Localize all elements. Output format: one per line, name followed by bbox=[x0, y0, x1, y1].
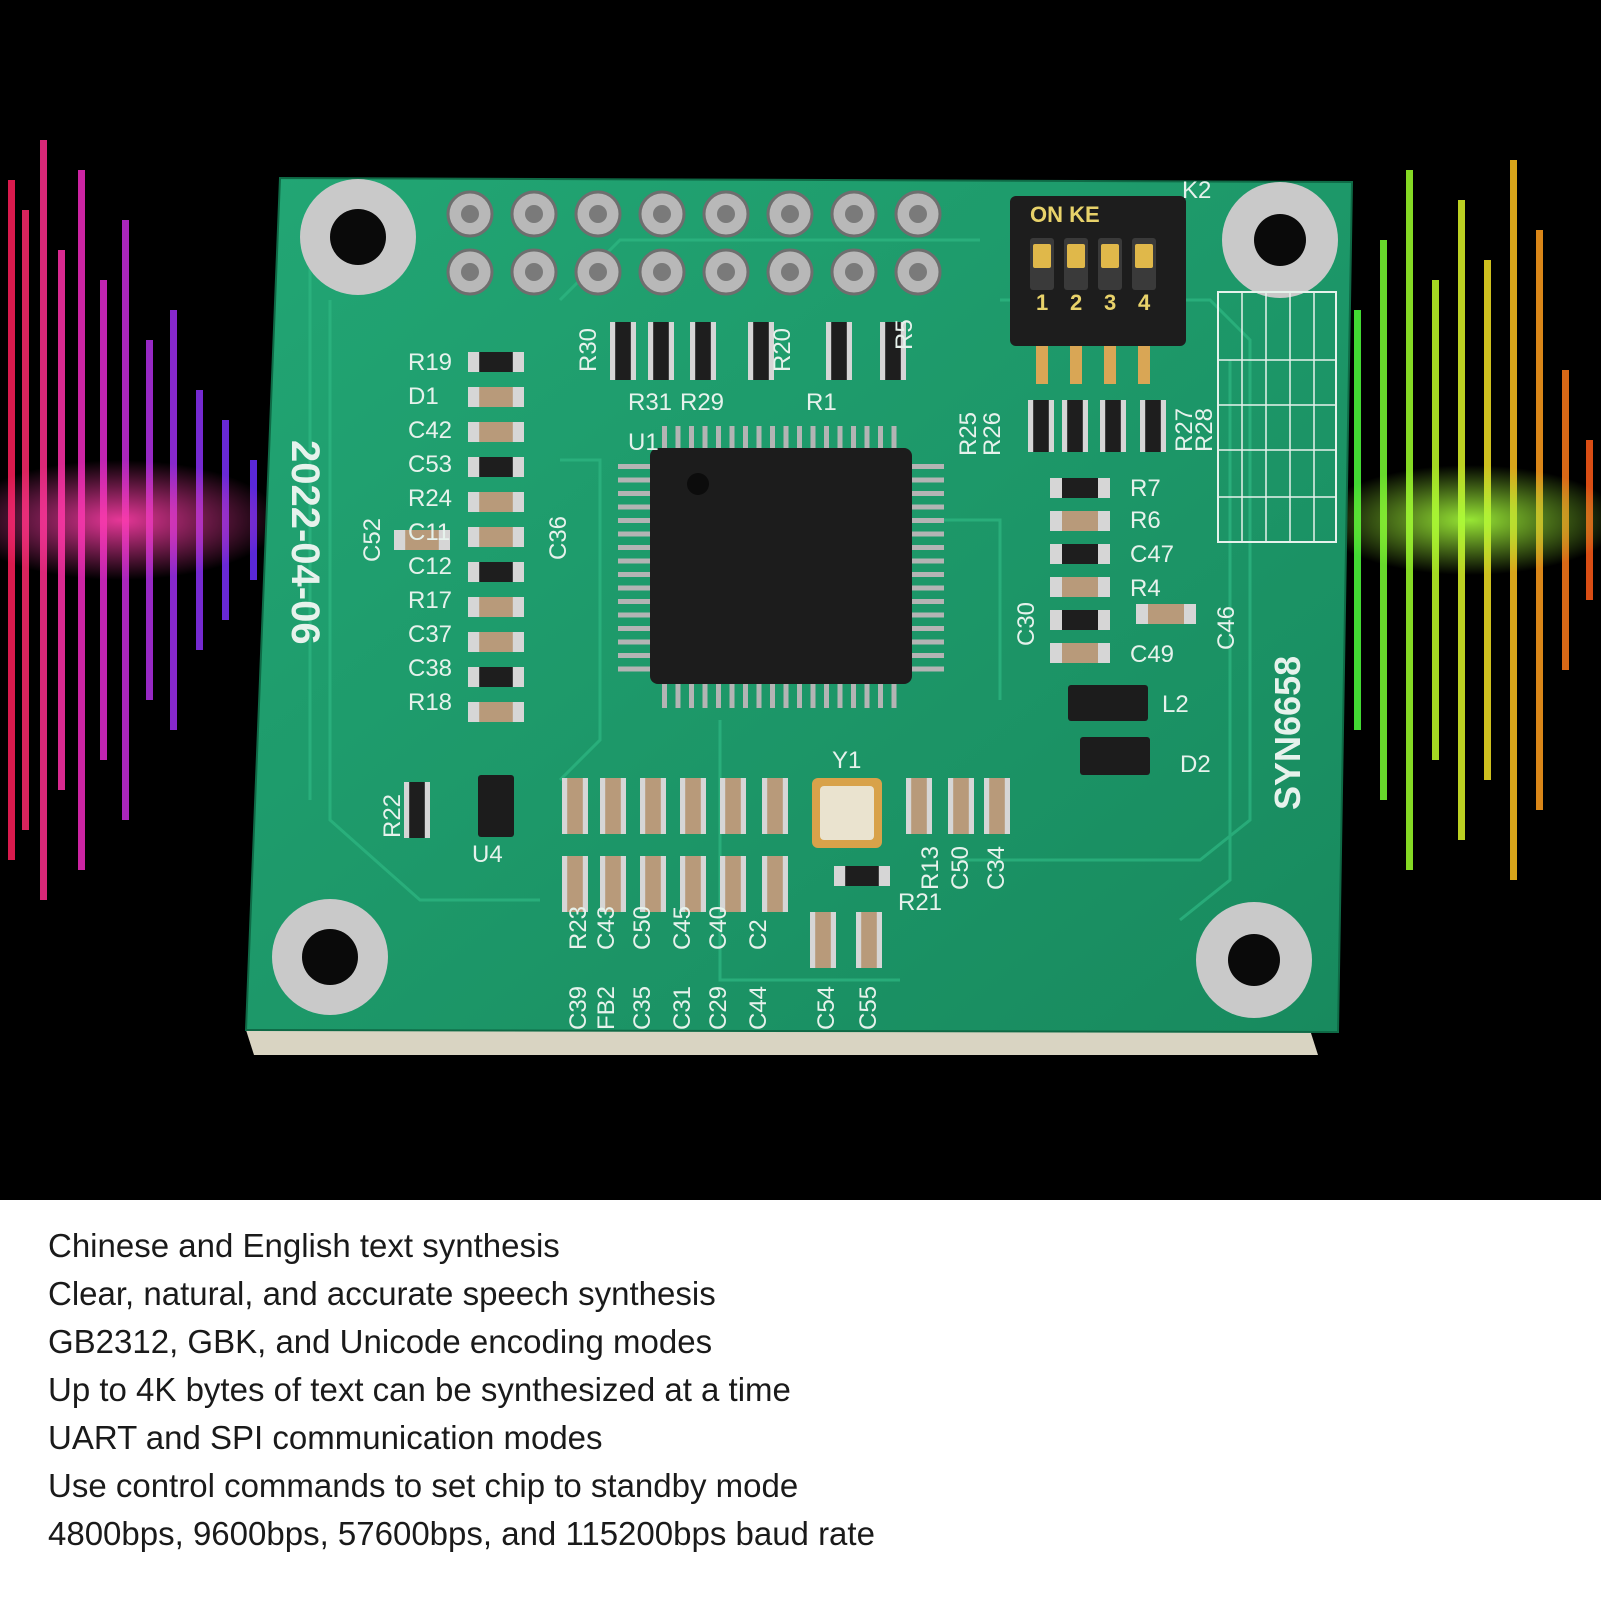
component-label: R17 bbox=[408, 587, 452, 614]
component-label: C37 bbox=[408, 621, 452, 648]
crystal-label: Y1 bbox=[832, 747, 861, 774]
feature-item: UART and SPI communication modes bbox=[48, 1419, 603, 1456]
dip-switch-toggle bbox=[1101, 244, 1119, 268]
component-label: C35 bbox=[629, 986, 656, 1030]
component-label: C47 bbox=[1130, 541, 1174, 568]
dip-switch-label: K2 bbox=[1182, 177, 1211, 204]
component-label: C52 bbox=[359, 518, 386, 562]
feature-item: Use control commands to set chip to stan… bbox=[48, 1467, 799, 1504]
regulator-u4 bbox=[478, 775, 514, 837]
feature-item: Chinese and English text synthesis bbox=[48, 1227, 560, 1264]
component-label: C50 bbox=[947, 846, 974, 890]
component-label: R30 bbox=[575, 328, 602, 372]
component-label: R27 bbox=[1171, 408, 1198, 452]
pcb-edge bbox=[246, 1030, 1318, 1055]
component-label: R20 bbox=[769, 328, 796, 372]
component-label: C38 bbox=[408, 655, 452, 682]
baud-rate-table bbox=[1217, 291, 1337, 543]
component-label: FB2 bbox=[593, 986, 620, 1030]
component-label: D1 bbox=[408, 383, 439, 410]
component-label: R13 bbox=[917, 846, 944, 890]
component-label: R7 bbox=[1130, 475, 1161, 502]
component-label: R29 bbox=[680, 389, 724, 416]
component-label: U4 bbox=[472, 841, 503, 868]
dip-switch-toggle bbox=[1067, 244, 1085, 268]
component-label: R24 bbox=[408, 485, 452, 512]
component-label: C39 bbox=[565, 986, 592, 1030]
component-label: R28 bbox=[1191, 408, 1218, 452]
component-label: C50 bbox=[629, 906, 656, 950]
dip-switch-toggle bbox=[1135, 244, 1153, 268]
component-label: R18 bbox=[408, 689, 452, 716]
dip-switch-number: 1 bbox=[1036, 290, 1048, 315]
component-label: C55 bbox=[855, 986, 882, 1030]
component-label: R6 bbox=[1130, 507, 1161, 534]
feature-list: Chinese and English text synthesis Clear… bbox=[48, 1222, 1548, 1558]
dip-switch-number: 3 bbox=[1104, 290, 1116, 315]
component-label: R23 bbox=[565, 906, 592, 950]
component-label: C40 bbox=[705, 906, 732, 950]
dip-switch-number: 4 bbox=[1138, 290, 1151, 315]
chip-pin1-dot bbox=[687, 473, 709, 495]
component-label: C36 bbox=[545, 516, 572, 560]
feature-item: Up to 4K bytes of text can be synthesize… bbox=[48, 1371, 791, 1408]
component-label: R31 bbox=[628, 389, 672, 416]
component-label: R21 bbox=[898, 889, 942, 916]
feature-item: GB2312, GBK, and Unicode encoding modes bbox=[48, 1323, 713, 1360]
crystal-oscillator: Y1 bbox=[812, 747, 882, 848]
component-label: C43 bbox=[593, 906, 620, 950]
wave-glow-right bbox=[1320, 465, 1601, 575]
main-chip: U1 bbox=[618, 426, 944, 708]
dip-switch-toggle bbox=[1033, 244, 1051, 268]
component-label: C30 bbox=[1013, 602, 1040, 646]
feature-item: Clear, natural, and accurate speech synt… bbox=[48, 1275, 716, 1312]
dip-switch-header: ON KE bbox=[1030, 202, 1100, 227]
component-label: C42 bbox=[408, 417, 452, 444]
component-label: C11 bbox=[408, 519, 450, 546]
component-label: C2 bbox=[745, 919, 772, 950]
component-label: C44 bbox=[745, 986, 772, 1030]
component-label: C46 bbox=[1213, 606, 1240, 650]
board-model-label: SYN6658 bbox=[1267, 656, 1308, 810]
component-label: R19 bbox=[408, 349, 452, 376]
silkscreen-labels: 2022-04-06 SYN6658 R19D1C42C53R24C11C12R… bbox=[283, 319, 1308, 1030]
component-label: C34 bbox=[983, 846, 1010, 890]
board-date-label: 2022-04-06 bbox=[283, 440, 327, 645]
component-label: R5 bbox=[891, 319, 918, 350]
component-label: R4 bbox=[1130, 575, 1161, 602]
component-label: R1 bbox=[806, 389, 837, 416]
component-label: C54 bbox=[813, 986, 840, 1030]
dip-switch-number: 2 bbox=[1070, 290, 1082, 315]
dip-switch-legs bbox=[1036, 346, 1150, 384]
component-label: C12 bbox=[408, 553, 452, 580]
component-label: L2 bbox=[1162, 691, 1189, 718]
header-pins bbox=[446, 190, 942, 296]
component-label: D2 bbox=[1180, 751, 1211, 778]
mounting-holes bbox=[272, 179, 1338, 1018]
inductor-l2 bbox=[1068, 685, 1148, 721]
chip-body bbox=[650, 448, 912, 684]
component-label: C31 bbox=[669, 986, 696, 1030]
component-label: C29 bbox=[705, 986, 732, 1030]
component-label: C49 bbox=[1130, 641, 1174, 668]
component-label: R22 bbox=[379, 794, 406, 838]
component-label: R26 bbox=[979, 412, 1006, 456]
component-label: C45 bbox=[669, 906, 696, 950]
chip-label: U1 bbox=[628, 429, 659, 456]
feature-item: 4800bps, 9600bps, 57600bps, and 115200bp… bbox=[48, 1515, 875, 1552]
component-label: C53 bbox=[408, 451, 452, 478]
wave-glow-left bbox=[0, 460, 280, 580]
smd-components bbox=[394, 322, 1196, 968]
diode-d2 bbox=[1080, 737, 1150, 775]
component-label: R25 bbox=[955, 412, 982, 456]
